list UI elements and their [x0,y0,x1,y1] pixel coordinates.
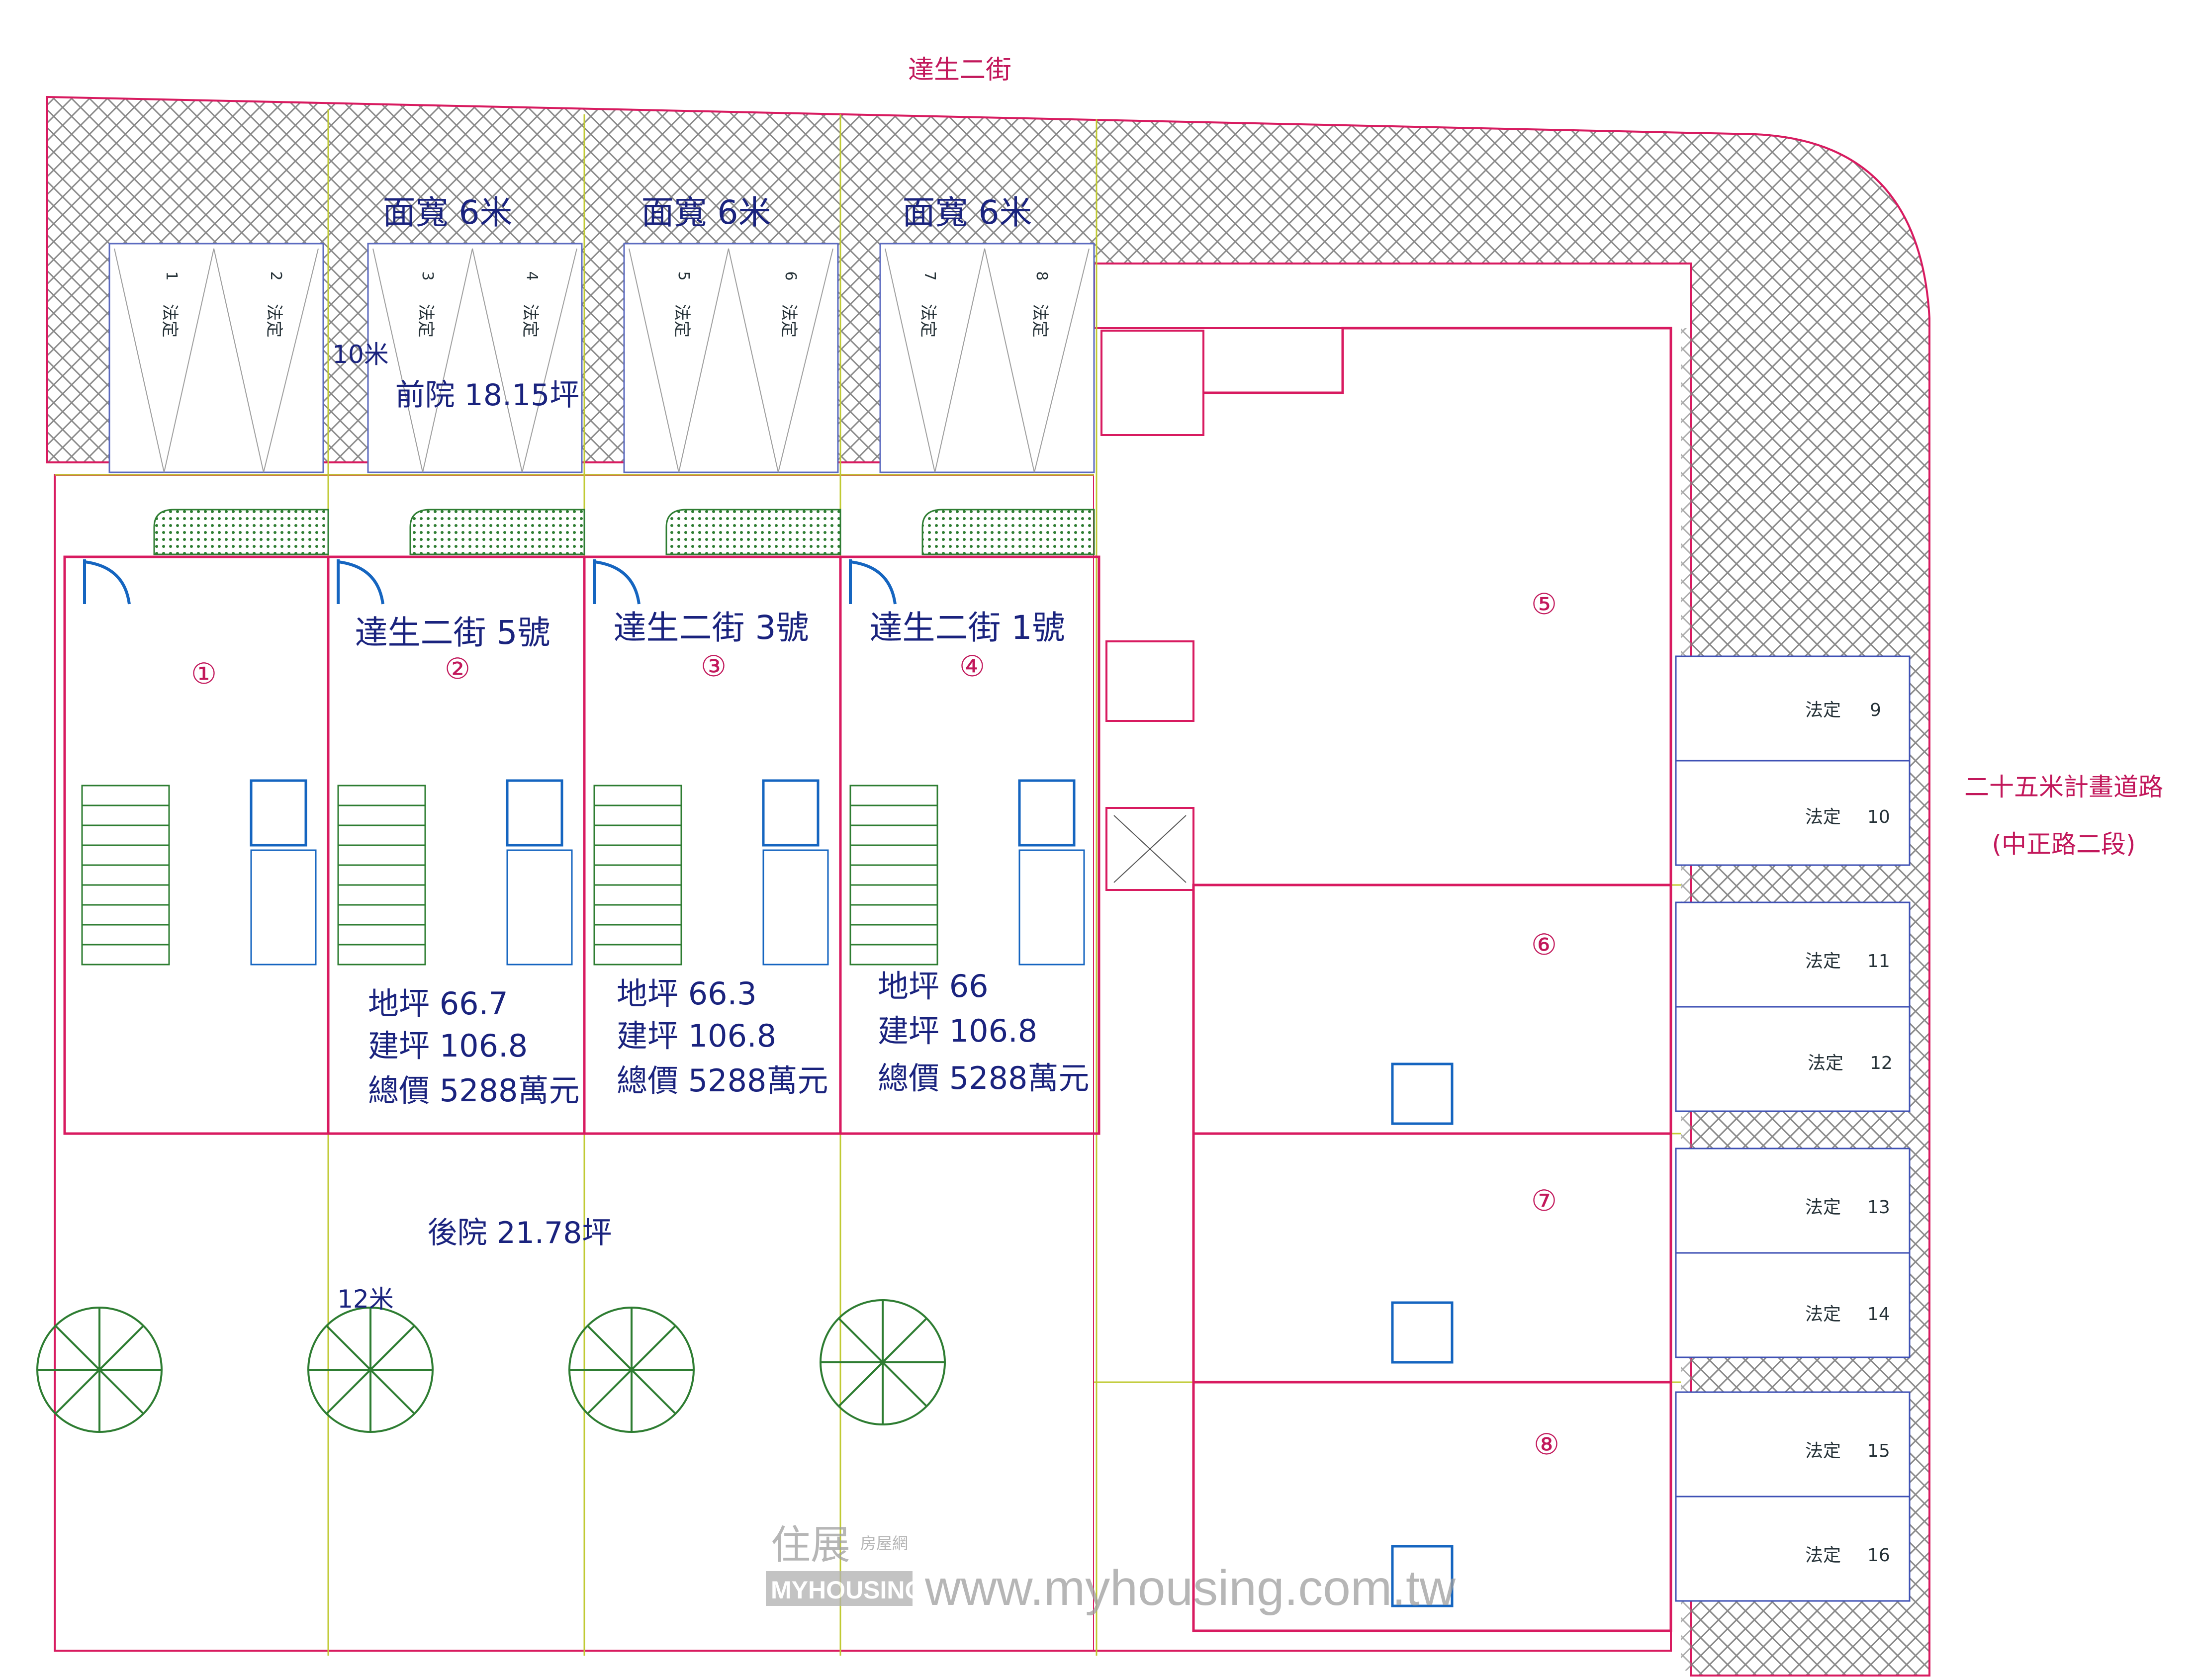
unit-number: ⑦ [1531,1185,1557,1217]
slot-number: 3 [419,271,436,280]
back-depth-label: 12米 [337,1285,394,1314]
slot-label: 法定 [1805,700,1841,720]
street-name-right: 二十五米計畫道路 [1964,773,2163,801]
unit-number: ① [191,658,217,690]
watermark: 住展 房屋網 MYHOUSING www.myhousing.com.tw [766,1523,1456,1616]
unit-number: ③ [701,650,727,683]
elevator-icon [250,779,1454,1607]
unit-number: ⑤ [1531,588,1557,620]
slot-number: 4 [523,271,541,280]
slot-label: 法定 [779,304,799,338]
slot-number: 8 [1033,271,1050,280]
slot-label: 法定 [160,304,180,338]
slot-label: 法定 [1805,951,1841,972]
total-price: 總價 5288萬元 [617,1062,828,1099]
front-parking-bays [108,243,1095,473]
slot-number: 11 [1867,951,1890,972]
slot-label: 法定 [1805,1441,1841,1461]
slot-number: 1 [163,271,180,280]
unit-spec-block: 地坪 66.3 建坪 106.8 總價 5288萬元 [617,975,828,1099]
stair-icon [81,785,938,966]
slot-label: 法定 [416,304,436,338]
tree-icon [36,1299,946,1433]
back-yard-label: 後院 21.78坪 [428,1216,612,1250]
slot-label: 法定 [264,304,284,338]
slot-number: 15 [1867,1441,1890,1461]
watermark-logo-sub: 房屋網 [860,1534,908,1552]
unit-number: ② [445,653,470,685]
slot-label: 法定 [1808,1053,1843,1073]
frontage-label: 面寬 6米 [641,193,771,232]
front-yard-label: 前院 18.15坪 [395,378,580,413]
frontage-label: 面寬 6米 [903,193,1032,232]
door-icon [83,559,897,605]
slot-number: 5 [675,271,692,280]
slot-number: 14 [1867,1304,1890,1325]
slot-label: 法定 [520,304,540,338]
property-boundary [54,327,1672,1652]
frontage-label: 面寬 6米 [383,193,513,232]
service-core [1100,330,1204,891]
street-name-top: 達生二街 [908,55,1011,85]
land-area: 地坪 66 [878,968,989,1004]
large-units [1192,327,1672,1632]
total-price: 總價 5288萬元 [368,1072,580,1109]
slot-number: 6 [782,271,799,280]
unit-spec-block: 地坪 66.7 建坪 106.8 總價 5288萬元 [368,985,580,1109]
unit-number: ⑧ [1534,1428,1559,1461]
slot-label: 法定 [1805,807,1841,827]
slot-number: 13 [1867,1197,1890,1218]
unit-number: ④ [959,650,985,683]
address-label: 達生二街 1號 [870,609,1065,647]
bathroom-icon [250,849,1085,966]
slot-number: 9 [1870,700,1881,720]
depth-label: 10米 [332,340,389,369]
side-slot-labels: 法定 9 法定 10 法定 11 法定 12 法定 13 法定 14 法定 15… [1805,700,1893,1566]
unit-spec-block: 地坪 66 建坪 106.8 總價 5288萬元 [878,968,1090,1096]
front-slot-labels: 法定 1 法定 2 法定 3 法定 4 法定 5 法定 6 法定 7 法定 8 [160,271,1050,338]
watermark-url: www.myhousing.com.tw [924,1560,1456,1616]
street-name-right-sub: (中正路二段) [1992,830,2135,859]
townhouse-units [63,555,1100,1135]
slot-label: 法定 [672,304,692,338]
planters [153,509,1095,555]
watermark-brand: MYHOUSING [771,1576,924,1604]
slot-number: 7 [921,271,938,280]
building-area: 建坪 106.8 [368,1028,528,1064]
land-area: 地坪 66.3 [617,975,757,1012]
address-label: 達生二街 5號 [355,614,550,652]
side-parking-bays [1675,655,1911,1602]
slot-number: 2 [267,271,284,280]
slot-label: 法定 [1805,1197,1841,1218]
slot-label: 法定 [1805,1304,1841,1325]
unit-number: ⑥ [1531,929,1557,961]
address-label: 達生二街 3號 [614,609,809,647]
slot-number: 16 [1867,1545,1890,1566]
slot-number: 10 [1867,807,1890,827]
slot-label: 法定 [918,304,938,338]
building-area: 建坪 106.8 [617,1018,776,1054]
slot-label: 法定 [1805,1545,1841,1566]
watermark-logo: 住展 [771,1523,850,1567]
slot-number: 12 [1870,1053,1893,1073]
slot-label: 法定 [1030,304,1050,338]
land-area: 地坪 66.7 [368,985,508,1022]
building-area: 建坪 106.8 [878,1013,1037,1049]
total-price: 總價 5288萬元 [878,1060,1090,1096]
